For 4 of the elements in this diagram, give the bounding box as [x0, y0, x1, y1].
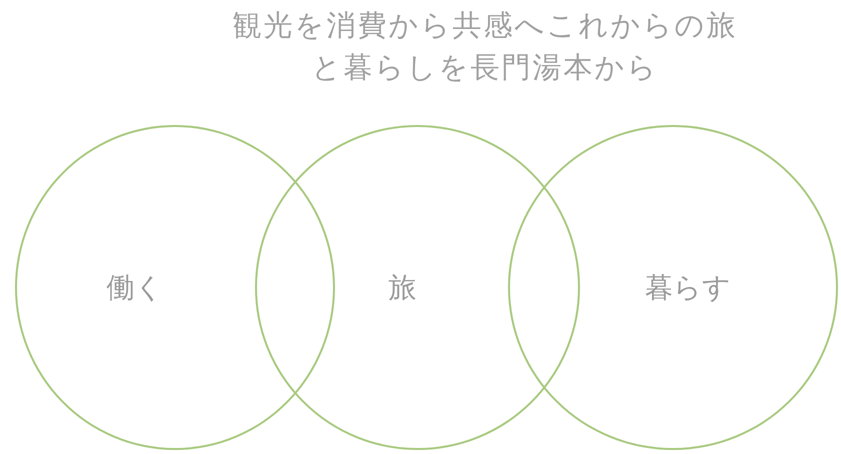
- venn-circle: 旅: [255, 125, 580, 450]
- venn-circle: 暮らす: [508, 125, 838, 450]
- venn-circle: 働く: [15, 125, 335, 450]
- title: 観光を消費から共感へこれからの旅と暮らしを長門湯本から: [232, 7, 738, 86]
